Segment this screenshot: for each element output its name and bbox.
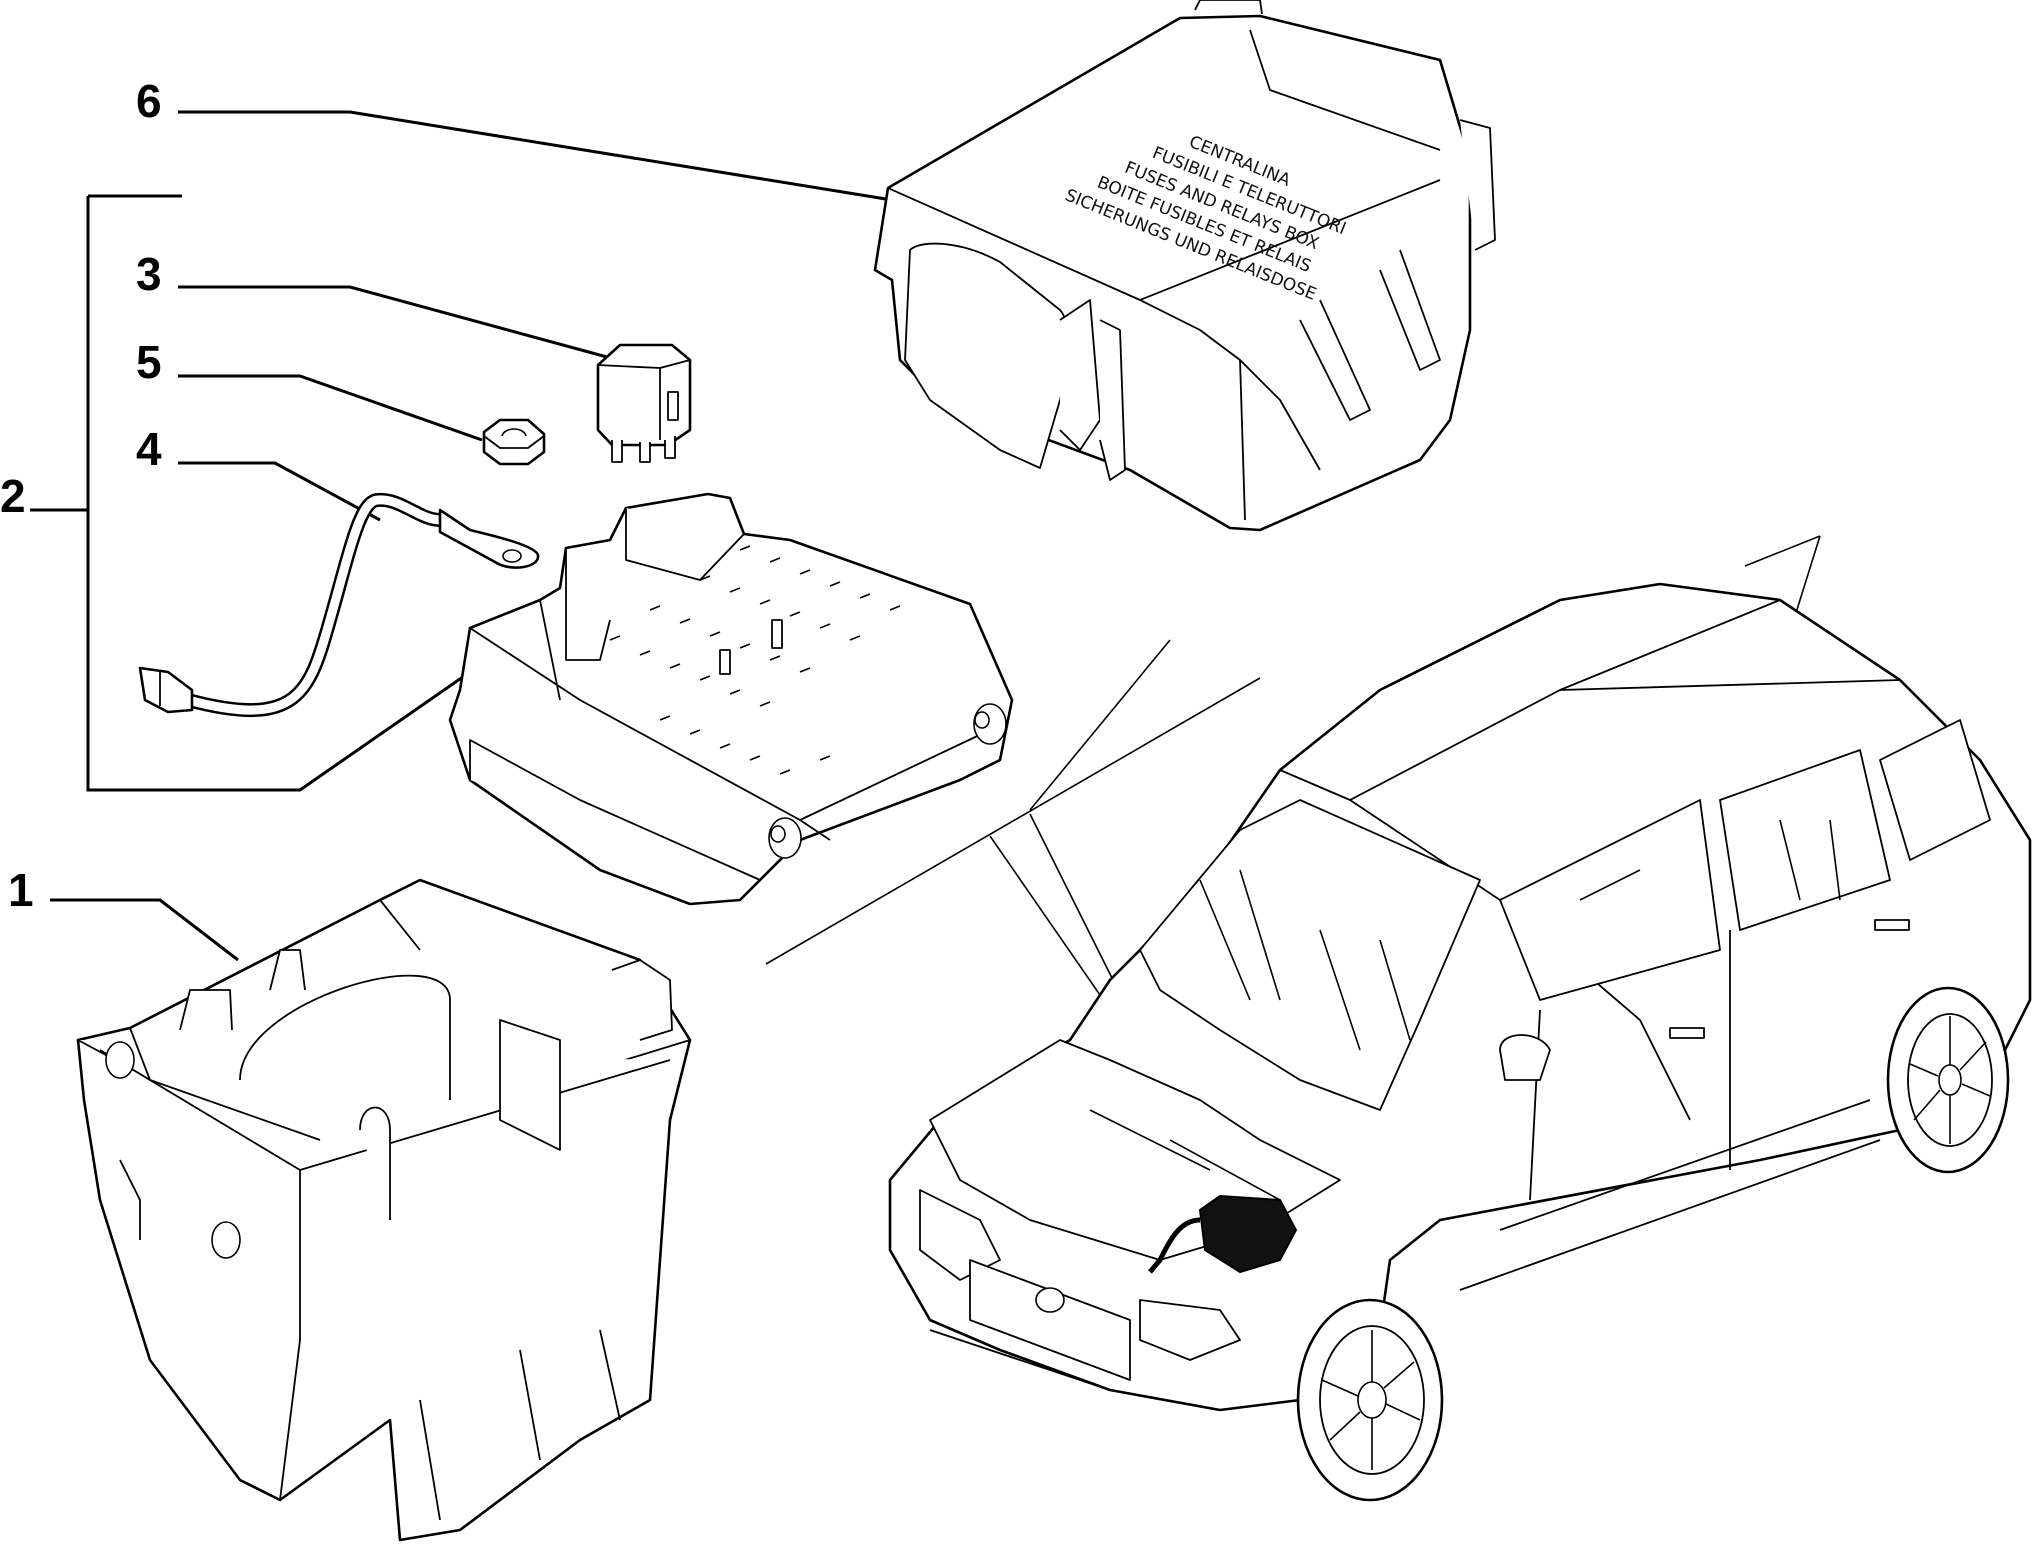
nut: [482, 418, 546, 466]
callout-3: 3: [136, 248, 162, 300]
front-wheel: [1296, 1298, 1444, 1502]
relay: [596, 343, 692, 463]
fuse-box-housing: [76, 878, 692, 1542]
callout-1: 1: [8, 864, 34, 916]
bracket-2-body: [86, 196, 471, 792]
car-illustration: [765, 535, 2032, 1502]
leader-1: [50, 898, 239, 962]
car-fuse-box-location: [1198, 1194, 1298, 1274]
fuse-relay-box: [448, 492, 1014, 906]
callout-6: 6: [136, 75, 162, 127]
callout-2: 2: [0, 470, 26, 522]
leader-6: [178, 110, 893, 202]
leader-lines: [30, 110, 893, 962]
leader-3: [178, 285, 619, 362]
leader-5: [178, 374, 483, 442]
leader-4: [178, 461, 381, 522]
rear-wheel: [1886, 986, 2010, 1174]
callout-4: 4: [136, 423, 162, 475]
callout-5: 5: [136, 336, 162, 388]
ground-cable: [138, 492, 540, 717]
fuse-box-cover: [873, 0, 1496, 532]
